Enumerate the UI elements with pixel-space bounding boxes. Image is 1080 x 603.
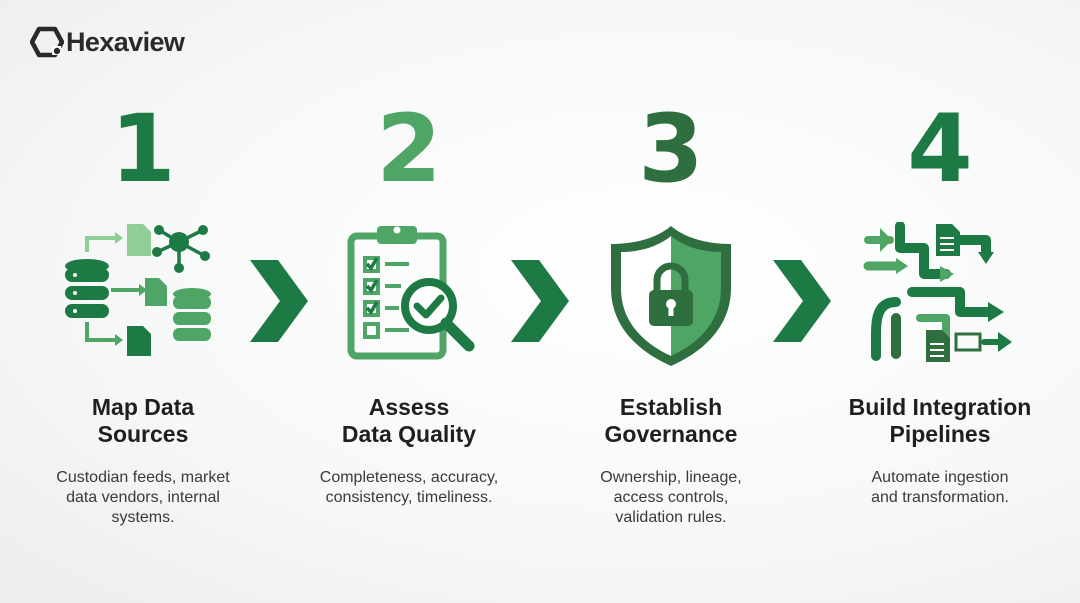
data-sources-network-icon — [65, 224, 211, 356]
step-number: 3 — [638, 95, 704, 204]
step-description: Ownership, lineage, access controls, val… — [600, 469, 742, 526]
step-description: Custodian feeds, market data vendors, in… — [56, 469, 230, 526]
step-description: Automate ingestion and transformation. — [871, 469, 1009, 506]
hexagon-link-icon — [30, 26, 64, 58]
shield-lock-icon — [611, 226, 731, 366]
step-2: 2 Assess Data Quality Completeness, accu… — [284, 100, 534, 508]
brand-name: Hexaview — [66, 26, 185, 57]
brand-logo: Hexaview — [30, 26, 185, 58]
step-1: 1 — [18, 100, 268, 528]
step-title: Build Integration Pipelines — [848, 394, 1032, 447]
step-title: Establish Governance — [604, 394, 738, 447]
step-title: Map Data Sources — [91, 394, 195, 447]
step-number: 1 — [110, 95, 176, 204]
chevron-right-icon — [250, 260, 308, 342]
clipboard-checklist-magnifier-icon — [347, 226, 475, 360]
step-number: 4 — [907, 95, 973, 204]
step-description: Completeness, accuracy, consistency, tim… — [319, 469, 499, 506]
step-title: Assess Data Quality — [341, 394, 477, 447]
pipelines-flow-icon — [863, 222, 1012, 362]
step-number: 2 — [376, 95, 442, 204]
chevron-right-icon — [773, 260, 831, 342]
step-4: 4 Build Integration Pipelines Automate i… — [815, 100, 1065, 508]
chevron-right-icon — [511, 260, 569, 342]
step-3: 3 Establish Governance Ownership, lineag… — [546, 100, 796, 528]
